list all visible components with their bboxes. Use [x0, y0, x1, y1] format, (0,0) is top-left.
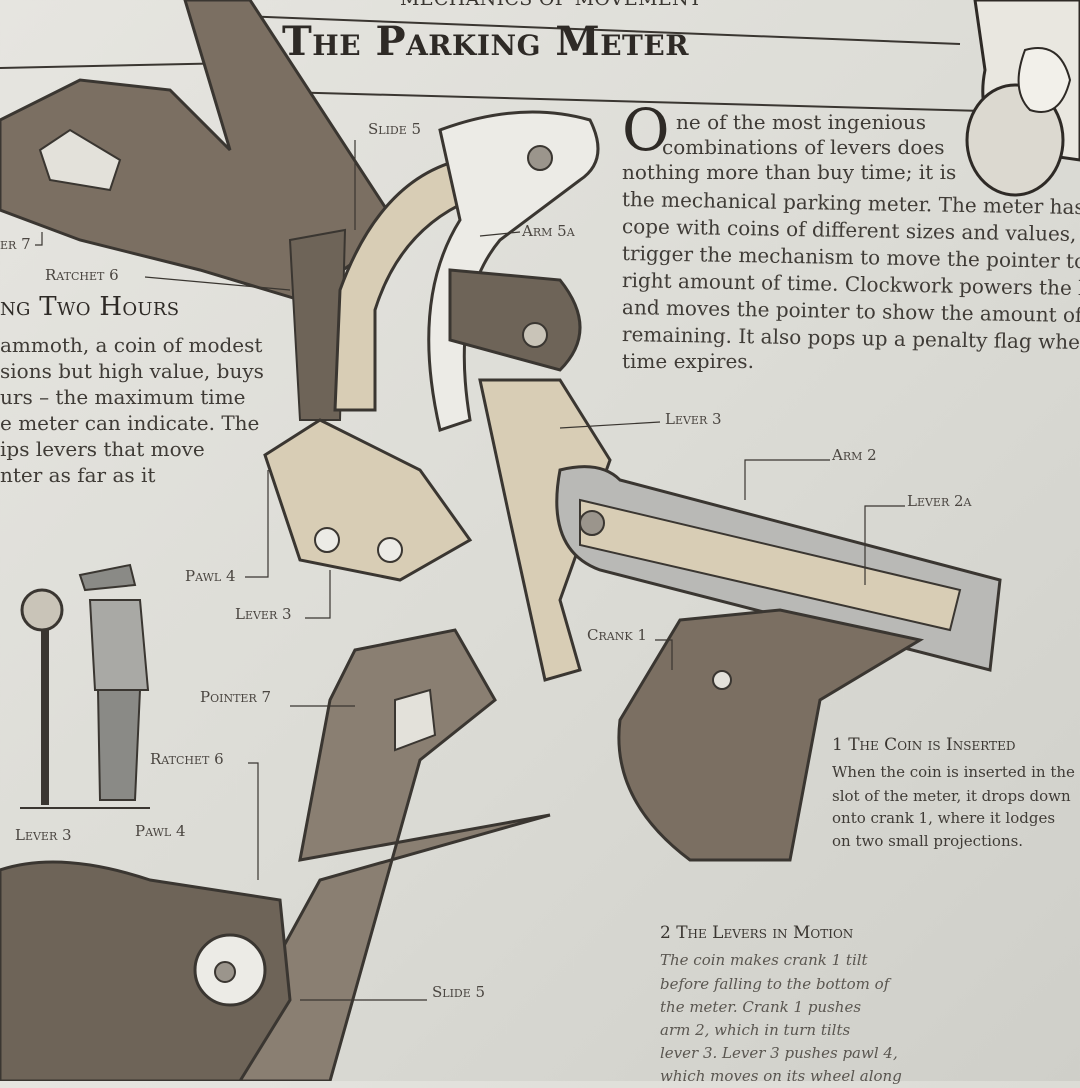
side-line: sions but high value, buys [0, 359, 264, 383]
label-pawl-4: Pawl 4 [185, 567, 236, 585]
label-arm-5a: Arm 5a [522, 222, 575, 240]
lever-3-light [478, 378, 612, 682]
page-title: The Parking Meter [282, 18, 689, 65]
side-line: urs – the maximum time [0, 385, 246, 409]
label-ratchet-6: Ratchet 6 [150, 750, 224, 768]
crank-1 [617, 608, 925, 862]
step-2-line: the meter. Crank 1 pushes [660, 998, 862, 1016]
hand-with-coin-illustration [965, 0, 1080, 197]
label-pointer-7: Pointer 7 [200, 688, 272, 706]
step-1-line: When the coin is inserted in the [832, 763, 1075, 781]
step-2-heading: 2 The Levers in Motion [660, 923, 854, 943]
arm-5a [427, 110, 600, 432]
intro-line: combinations of levers does [662, 135, 945, 159]
side-line: ips levers that move [0, 437, 205, 461]
side-heading: ng Two Hours [0, 292, 180, 322]
side-line: nter as far as it [0, 463, 156, 487]
pawl-4 [263, 418, 473, 582]
label-lever-3: Lever 3 [15, 826, 72, 844]
step-1-line: onto crank 1, where it lodges [832, 809, 1056, 827]
arm-2 [579, 498, 962, 632]
title-rule-right [281, 91, 1021, 113]
step-1-heading: 1 The Coin is Inserted [832, 735, 1016, 755]
label-lever-2a: Lever 2a [907, 492, 972, 510]
step-1-line: on two small projections. [832, 832, 1024, 850]
label-arm-2: Arm 2 [832, 446, 877, 464]
label-crank-1: Crank 1 [587, 626, 647, 644]
step-1-line: slot of the meter, it drops down [832, 787, 1071, 805]
lever-3-dark [448, 268, 582, 372]
step-2-line: arm 2, which in turn tilts [660, 1021, 851, 1039]
intro-line: nothing more than buy time; it is [622, 160, 957, 184]
step-2-line: which moves on its wheel along [660, 1067, 902, 1085]
ratchet-6-top [288, 228, 347, 421]
label-lever-3: Lever 3 [235, 605, 292, 623]
label-pawl-4: Pawl 4 [135, 822, 186, 840]
label-lever-3: Lever 3 [665, 410, 722, 428]
pointer-7-top [0, 0, 403, 302]
side-line: ammoth, a coin of modest [0, 333, 263, 357]
intro-line: time expires. [622, 349, 754, 373]
intro-line: ne of the most ingenious [676, 110, 927, 134]
step-2-line: The coin makes crank 1 tilt [660, 951, 868, 969]
label-slide-5: Slide 5 [368, 120, 422, 138]
step-2-line: before falling to the bottom of [660, 975, 890, 993]
man-at-meter-illustration [20, 563, 150, 809]
step-2-line: lever 3. Lever 3 pushes pawl 4, [660, 1044, 898, 1062]
pointer-7-lower [208, 628, 551, 1081]
ratchet-wheel-lower [0, 860, 292, 1081]
drop-cap: O [622, 96, 670, 164]
label-leader-lines [35, 140, 905, 1001]
side-line: e meter can indicate. The [0, 411, 260, 435]
section-header: MECHANICS OF MOVEMENT [400, 0, 702, 10]
label-slide-5: Slide 5 [432, 983, 486, 1001]
label-ratchet-6: Ratchet 6 [45, 266, 119, 284]
label-pointer-7-cut: er 7 [0, 235, 31, 253]
header-rule [189, 13, 961, 45]
